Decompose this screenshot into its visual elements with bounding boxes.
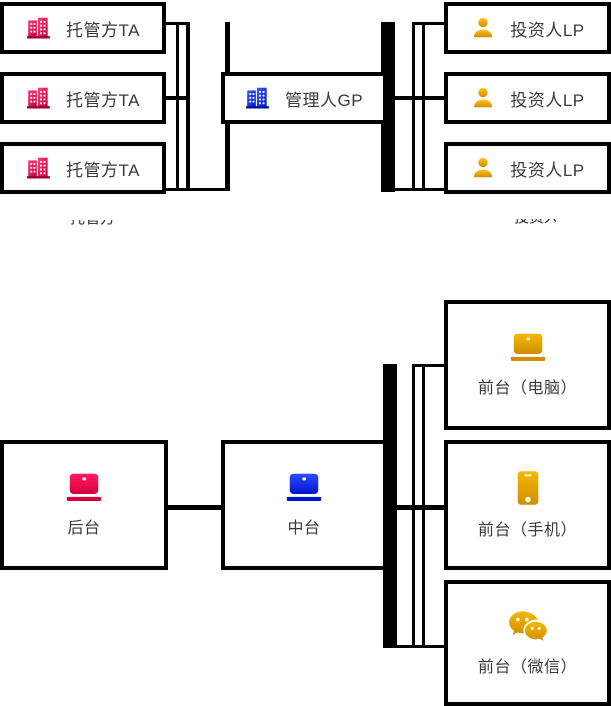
laptop-icon <box>509 332 547 364</box>
phone-icon <box>515 470 541 506</box>
building-icon <box>26 155 52 181</box>
node-label: 前台（手机） <box>477 522 577 539</box>
connector-left-bracket-foot <box>186 188 226 191</box>
connector-front-pc-stub <box>432 364 448 367</box>
node-lp-1[interactable]: 投资人LP <box>444 2 611 54</box>
connector-bottom-rail-top <box>412 364 446 367</box>
node-gp[interactable]: 管理人GP <box>221 72 387 124</box>
node-label: 中台 <box>287 520 321 537</box>
connector-right-rail-inner <box>422 22 425 190</box>
connector-front-mobile-stub <box>432 505 448 510</box>
clipped-caption-left: 托管方 <box>70 220 115 226</box>
building-icon <box>245 85 271 111</box>
node-front-pc[interactable]: 前台（电脑） <box>444 300 611 430</box>
clipped-caption-right: 投资人 <box>514 219 556 226</box>
node-label: 前台（电脑） <box>477 380 577 397</box>
connector-bottom-rail-bottom <box>383 645 446 648</box>
node-label: 托管方TA <box>66 90 140 110</box>
connector-right-rail-outer <box>412 22 415 190</box>
connector-lp1-stub <box>430 22 448 25</box>
node-middle[interactable]: 中台 <box>221 440 387 570</box>
connector-front-wechat-stub <box>432 645 448 648</box>
node-label: 管理人GP <box>284 90 364 110</box>
node-label: 投资人LP <box>510 90 585 110</box>
node-ta-3[interactable]: 托管方TA <box>0 142 166 194</box>
node-lp-3[interactable]: 投资人LP <box>444 142 611 194</box>
node-front-wechat[interactable]: 前台（微信） <box>444 580 611 706</box>
connector-ta1-stub <box>165 22 187 25</box>
connector-right-rail-mid <box>381 96 444 100</box>
node-ta-2[interactable]: 托管方TA <box>0 72 166 124</box>
connector-lp2-stub <box>430 96 448 100</box>
wechat-icon <box>507 609 549 643</box>
node-label: 投资人LP <box>510 160 585 180</box>
laptop-icon <box>65 472 103 504</box>
connector-bottom-rail-mid <box>383 505 446 510</box>
node-label: 投资人LP <box>510 20 585 40</box>
person-icon <box>470 85 496 111</box>
node-label: 托管方TA <box>66 160 140 180</box>
connector-left-bracket-top <box>186 22 190 100</box>
person-icon <box>470 15 496 41</box>
node-front-mobile[interactable]: 前台（手机） <box>444 440 611 570</box>
node-ta-1[interactable]: 托管方TA <box>0 2 166 54</box>
connector-ta3-stub <box>165 188 187 191</box>
connector-left-rail-outer <box>176 22 179 190</box>
node-label: 后台 <box>67 520 101 537</box>
clipped-caption-right-text: 投资人 <box>514 219 556 226</box>
connector-right-rail-bottom <box>381 188 444 191</box>
person-icon <box>470 155 496 181</box>
laptop-icon <box>285 472 323 504</box>
connector-right-rail-top <box>412 22 444 25</box>
node-backend[interactable]: 后台 <box>0 440 168 570</box>
node-lp-2[interactable]: 投资人LP <box>444 72 611 124</box>
connector-lp3-stub <box>430 188 448 191</box>
building-icon <box>26 85 52 111</box>
node-label: 前台（微信） <box>477 659 577 676</box>
connector-right-bus <box>381 22 395 192</box>
connector-back-to-middle <box>165 505 225 510</box>
clipped-caption-left-text: 托管方 <box>70 220 115 226</box>
node-label: 托管方TA <box>66 20 140 40</box>
connector-left-bracket-bottom <box>186 96 190 191</box>
building-icon <box>26 15 52 41</box>
connector-ta2-stub <box>165 96 187 100</box>
